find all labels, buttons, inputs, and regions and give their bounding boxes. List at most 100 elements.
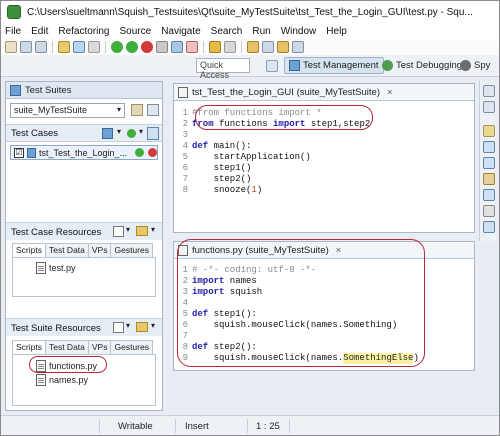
properties-icon[interactable]: [483, 173, 495, 185]
chevron-down-icon[interactable]: ▾: [139, 127, 144, 136]
menu-search[interactable]: Search: [210, 25, 243, 37]
code-line[interactable]: 3: [174, 130, 192, 141]
code-line[interactable]: 8 snooze(1): [174, 185, 263, 196]
tab-gestures[interactable]: Gestures: [110, 340, 153, 354]
quick-access-field[interactable]: Quick Access: [196, 58, 250, 80]
code-line[interactable]: 5 startApplication(): [174, 152, 311, 163]
inspect-icon[interactable]: [171, 41, 183, 53]
back-icon[interactable]: [277, 41, 289, 53]
run-test-case-icon[interactable]: [127, 129, 136, 138]
line-number: 3: [182, 130, 188, 140]
minimize-icon[interactable]: [483, 85, 495, 97]
save-all-icon[interactable]: [35, 41, 47, 53]
search-icon[interactable]: [224, 41, 236, 53]
status-insert-mode: Insert: [185, 421, 209, 432]
tab-test-data[interactable]: Test Data: [44, 340, 89, 354]
console-icon[interactable]: [483, 189, 495, 201]
editor-tab-test-py[interactable]: tst_Test_the_Login_GUI (suite_MyTestSuit…: [174, 84, 474, 101]
menu-help[interactable]: Help: [326, 25, 347, 37]
run-icon[interactable]: [135, 148, 144, 157]
test-case-checkbox[interactable]: ☑: [14, 148, 24, 158]
test-suites-tab[interactable]: Test Suites: [6, 82, 162, 99]
code-token: snooze(: [192, 185, 252, 195]
perspective-label: Test Debugging: [396, 60, 463, 71]
tab-vps[interactable]: VPs: [87, 340, 112, 354]
suite-select[interactable]: suite_MyTestSuite ▾: [10, 103, 125, 118]
code-line[interactable]: 6 squish.mouseClick(names.Something): [174, 320, 398, 331]
annotation-icon[interactable]: [247, 41, 259, 53]
record-icon[interactable]: [156, 41, 168, 53]
code-token: 1: [251, 185, 257, 195]
chevron-down-icon[interactable]: ▾: [151, 321, 156, 330]
code-line[interactable]: 6 step1(): [174, 163, 252, 174]
code-line[interactable]: 4: [174, 298, 192, 309]
annotation-ellipse: [29, 356, 107, 373]
print-icon[interactable]: [88, 41, 100, 53]
menu-source[interactable]: Source: [119, 25, 152, 37]
outline-icon[interactable]: [483, 141, 495, 153]
tab-gestures[interactable]: Gestures: [110, 243, 153, 257]
chevron-down-icon[interactable]: ▾: [126, 225, 131, 234]
suite-open-icon[interactable]: [131, 104, 143, 116]
open-folder-icon[interactable]: [136, 322, 148, 332]
chevron-down-icon[interactable]: ▾: [151, 225, 156, 234]
menu-run[interactable]: Run: [252, 25, 271, 37]
run-icon[interactable]: [111, 41, 123, 53]
refresh-icon[interactable]: [73, 41, 85, 53]
open-folder-icon[interactable]: [58, 41, 70, 53]
code-line[interactable]: 7: [174, 331, 192, 342]
tab-vps[interactable]: VPs: [87, 243, 112, 257]
results-icon[interactable]: [483, 221, 495, 233]
open-perspective-icon[interactable]: [266, 60, 278, 72]
chevron-down-icon[interactable]: ▾: [126, 321, 131, 330]
test-case-name: tst_Test_the_Login_...: [39, 148, 128, 158]
tools-icon[interactable]: [209, 41, 221, 53]
next-annotation-icon[interactable]: [262, 41, 274, 53]
run-test-icon[interactable]: [126, 41, 138, 53]
object-map-icon[interactable]: [483, 157, 495, 169]
code-line[interactable]: 1# -*- coding: utf-8 -*-: [174, 265, 317, 276]
tab-scripts[interactable]: Scripts: [12, 340, 46, 354]
maximize-icon[interactable]: [483, 101, 495, 113]
test-case-row[interactable]: ☑ tst_Test_the_Login_...: [10, 145, 158, 160]
file-name: test.py: [49, 263, 76, 273]
forward-icon[interactable]: [292, 41, 304, 53]
chevron-down-icon[interactable]: ▾: [117, 127, 122, 136]
new-test-case-icon[interactable]: [102, 128, 113, 139]
menu-refactoring[interactable]: Refactoring: [58, 25, 110, 37]
filter-icon[interactable]: [147, 127, 159, 140]
menu-file[interactable]: File: [5, 25, 22, 37]
new-resource-icon[interactable]: [113, 322, 124, 333]
stop-icon[interactable]: [141, 41, 153, 53]
variables-icon[interactable]: [483, 125, 495, 137]
close-icon[interactable]: ×: [335, 244, 342, 256]
menu-window[interactable]: Window: [280, 25, 317, 37]
stop-icon[interactable]: [148, 148, 157, 157]
suite-settings-icon[interactable]: [147, 104, 159, 116]
new-file-icon[interactable]: [5, 41, 17, 53]
new-resource-icon[interactable]: [113, 226, 124, 237]
perspective-test-management[interactable]: Test Management: [284, 57, 384, 74]
tab-test-data[interactable]: Test Data: [44, 243, 89, 257]
status-divider: [99, 419, 100, 433]
menu-edit[interactable]: Edit: [31, 25, 49, 37]
code-line[interactable]: 7 step2(): [174, 174, 252, 185]
tab-scripts[interactable]: Scripts: [12, 243, 46, 257]
debug-icon[interactable]: [186, 41, 198, 53]
menu-navigate[interactable]: Navigate: [161, 25, 201, 37]
file-item-test-py[interactable]: test.py: [36, 262, 76, 274]
log-icon[interactable]: [483, 205, 495, 217]
open-folder-icon[interactable]: [136, 226, 148, 236]
file-item-names-py[interactable]: names.py: [36, 374, 88, 386]
perspective-test-debugging[interactable]: Test Debugging: [378, 57, 466, 74]
save-icon[interactable]: [20, 41, 32, 53]
close-icon[interactable]: ×: [386, 86, 393, 98]
perspective-spy[interactable]: Spy: [456, 57, 494, 74]
